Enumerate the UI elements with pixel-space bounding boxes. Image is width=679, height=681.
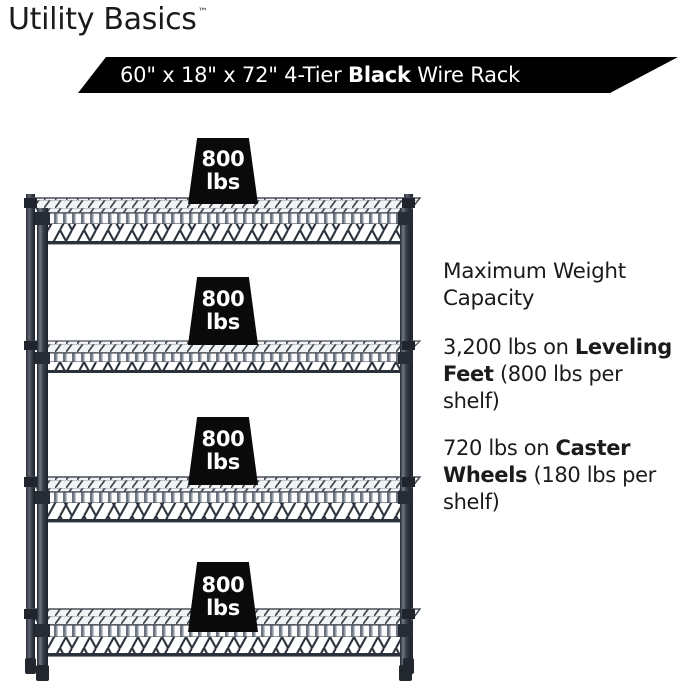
weight-badge-value-3: 800 xyxy=(201,426,245,451)
capacity-heading-line-1: Maximum Weight xyxy=(443,259,626,284)
weight-badge-value-4: 800 xyxy=(201,572,245,597)
leveling-feet-capacity: 3,200 lbs on Leveling Feet (800 lbs per … xyxy=(443,334,679,415)
weight-badge-unit-2: lbs xyxy=(206,310,240,334)
shelf-tier-4 xyxy=(26,608,422,657)
shelf-tier-1 xyxy=(26,197,422,245)
leveling-feet xyxy=(25,658,414,681)
front-posts xyxy=(35,208,413,668)
weight-badge-unit-3: lbs xyxy=(206,450,240,474)
weight-badge-value-1: 800 xyxy=(201,146,245,171)
capacity-heading-line-2: Capacity xyxy=(443,286,535,312)
weight-badge-value-2: 800 xyxy=(201,286,245,311)
weight-badge-unit-4: lbs xyxy=(206,596,240,620)
caster-wheels-tail: (180 lbs per shelf) xyxy=(443,462,656,514)
banner-title-text: 60" x 18" x 72" 4-Tier Black Wire Rack xyxy=(78,65,520,86)
product-title-banner: 60" x 18" x 72" 4-Tier Black Wire Rack xyxy=(78,57,678,93)
caster-wheels-capacity: 720 lbs on Caster Wheels (180 lbs per sh… xyxy=(443,435,679,516)
leveling-feet-emphasis: Leveling Feet xyxy=(443,335,672,387)
leveling-feet-tail: (800 lbs per shelf) xyxy=(443,362,623,413)
leveling-feet-lead: 3,200 lbs on xyxy=(443,335,575,360)
weight-badge-tier-2: 800 lbs xyxy=(188,277,258,345)
capacity-copy-block: Maximum Weight Capacity 3,200 lbs on Lev… xyxy=(443,258,679,515)
banner-size-spec: 60" x 18" x 72" 4-Tier xyxy=(120,62,349,87)
trademark-symbol: ™ xyxy=(197,7,208,18)
weight-badge-tier-1: 800 lbs xyxy=(188,138,258,204)
wire-rack-drawing xyxy=(24,194,422,681)
caster-wheels-lead: 720 lbs on xyxy=(443,435,556,460)
capacity-heading: Maximum Weight Capacity xyxy=(443,258,679,312)
shelf-tier-2 xyxy=(26,340,422,373)
weight-badge-unit-1: lbs xyxy=(206,170,240,194)
product-illustration xyxy=(0,120,440,681)
rear-post-collars xyxy=(24,198,415,619)
brand-logo: Utility Basics™ xyxy=(8,2,208,37)
weight-badge-tier-3: 800 lbs xyxy=(188,417,258,485)
brand-name: Utility Basics xyxy=(8,2,197,37)
weight-badge-tier-4: 800 lbs xyxy=(188,562,258,632)
caster-wheels-emphasis: Caster Wheels xyxy=(443,435,631,487)
banner-product-type: Wire Rack xyxy=(410,62,521,87)
banner-color-emphasis: Black xyxy=(348,62,411,87)
